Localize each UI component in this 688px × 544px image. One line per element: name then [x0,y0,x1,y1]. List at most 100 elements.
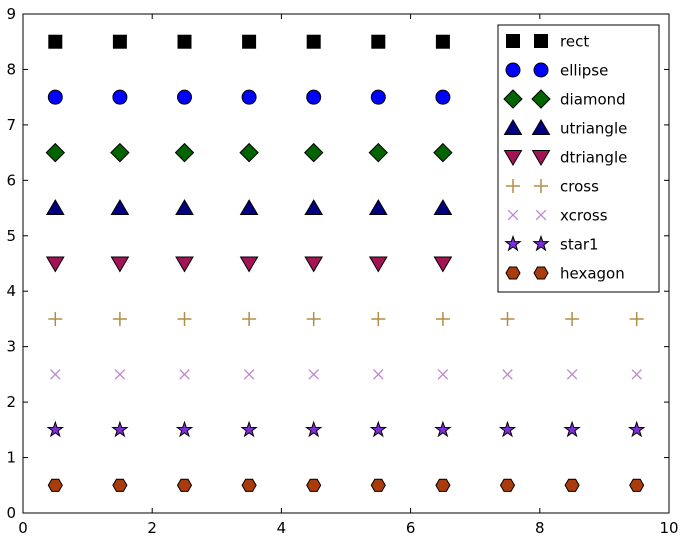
marker-cross [500,311,515,326]
marker-xcross [114,369,126,380]
legend-marker-rect [506,34,520,48]
legend-marker-hexagon [533,266,549,280]
marker-diamond [368,142,389,163]
legend-marker-utriangle [531,119,551,135]
marker-cross [306,311,321,326]
x-tick-label: 2 [147,519,157,537]
marker-xcross [566,369,578,380]
x-tick-label: 0 [18,519,28,537]
legend-item-cross: cross [506,178,599,196]
marker-hexagon [306,478,322,492]
legend-marker-dtriangle [531,150,551,166]
marker-diamond [110,142,130,163]
marker-cross [629,311,644,326]
marker-cross [48,311,63,326]
marker-xcross [502,369,513,380]
marker-cross [371,311,386,326]
marker-hexagon [112,478,128,492]
marker-ellipse [435,89,451,105]
marker-star1 [434,420,452,438]
marker-star1 [563,420,581,438]
y-tick-label: 3 [6,338,16,356]
marker-hexagon [629,478,645,492]
x-tick-label: 8 [535,519,545,537]
marker-rect [177,34,192,49]
marker-utriangle [304,199,324,216]
marker-xcross [179,369,190,380]
marker-star1 [627,420,646,438]
marker-hexagon [241,478,257,492]
series-cross [48,311,644,326]
marker-hexagon [176,478,193,492]
legend-marker-xcross [507,209,519,221]
marker-star1 [175,420,194,438]
marker-dtriangle [110,256,130,273]
legend-item-dtriangle: dtriangle [503,149,627,167]
marker-hexagon [499,478,516,492]
marker-diamond [174,142,195,163]
x-tick-label: 10 [659,519,678,537]
marker-rect [242,34,257,49]
series-xcross [50,369,642,380]
marker-hexagon [370,478,386,492]
legend-marker-dtriangle [503,150,523,166]
marker-ellipse [47,89,63,105]
y-tick-label: 2 [6,393,16,411]
legend-label: star1 [560,236,599,254]
legend-item-diamond: diamond [503,89,626,109]
legend-item-hexagon: hexagon [505,265,625,283]
marker-xcross [373,369,384,380]
legend-marker-rect [534,34,548,48]
marker-diamond [303,142,324,163]
marker-xcross [437,369,449,380]
legend-marker-hexagon [505,266,521,280]
legend-marker-cross [506,179,520,193]
marker-dtriangle [175,256,194,273]
marker-cross [435,311,450,326]
marker-diamond [45,142,66,163]
marker-dtriangle [368,256,388,273]
marker-star1 [111,420,129,438]
marker-dtriangle [45,256,65,273]
marker-hexagon [435,478,451,492]
legend-item-ellipse: ellipse [505,62,608,80]
marker-diamond [239,142,259,163]
y-tick-label: 0 [6,504,16,522]
marker-xcross [50,369,61,380]
marker-rect [435,34,450,49]
legend-marker-utriangle [503,119,523,135]
legend-label: diamond [560,91,626,109]
y-tick-label: 1 [6,449,16,467]
y-tick-label: 5 [6,227,16,245]
marker-utriangle [110,199,130,216]
x-tick-label: 4 [277,519,287,537]
marker-rect [306,34,321,49]
marker-star1 [369,420,388,438]
marker-star1 [46,420,65,438]
marker-star1 [240,420,258,438]
y-tick-label: 7 [6,116,16,134]
marker-rect [48,34,63,49]
marker-utriangle [433,199,453,216]
legend-label: cross [560,178,599,196]
legend-marker-xcross [535,209,547,221]
legend-item-star1: star1 [504,234,599,254]
y-tick-label: 9 [6,5,16,23]
marker-ellipse [241,89,257,105]
marker-dtriangle [433,256,453,273]
legend-marker-ellipse [533,62,549,78]
legend-marker-diamond [531,89,551,109]
marker-utriangle [368,199,388,216]
marker-star1 [304,420,323,438]
legend-label: utriangle [560,120,627,138]
legend-item-xcross: xcross [507,207,608,225]
marker-rect [112,34,127,49]
y-tick-label: 6 [6,171,16,189]
legend-marker-star1 [532,234,550,252]
legend-label: dtriangle [560,149,627,167]
y-tick-label: 8 [6,60,16,78]
marker-cross [177,311,192,326]
